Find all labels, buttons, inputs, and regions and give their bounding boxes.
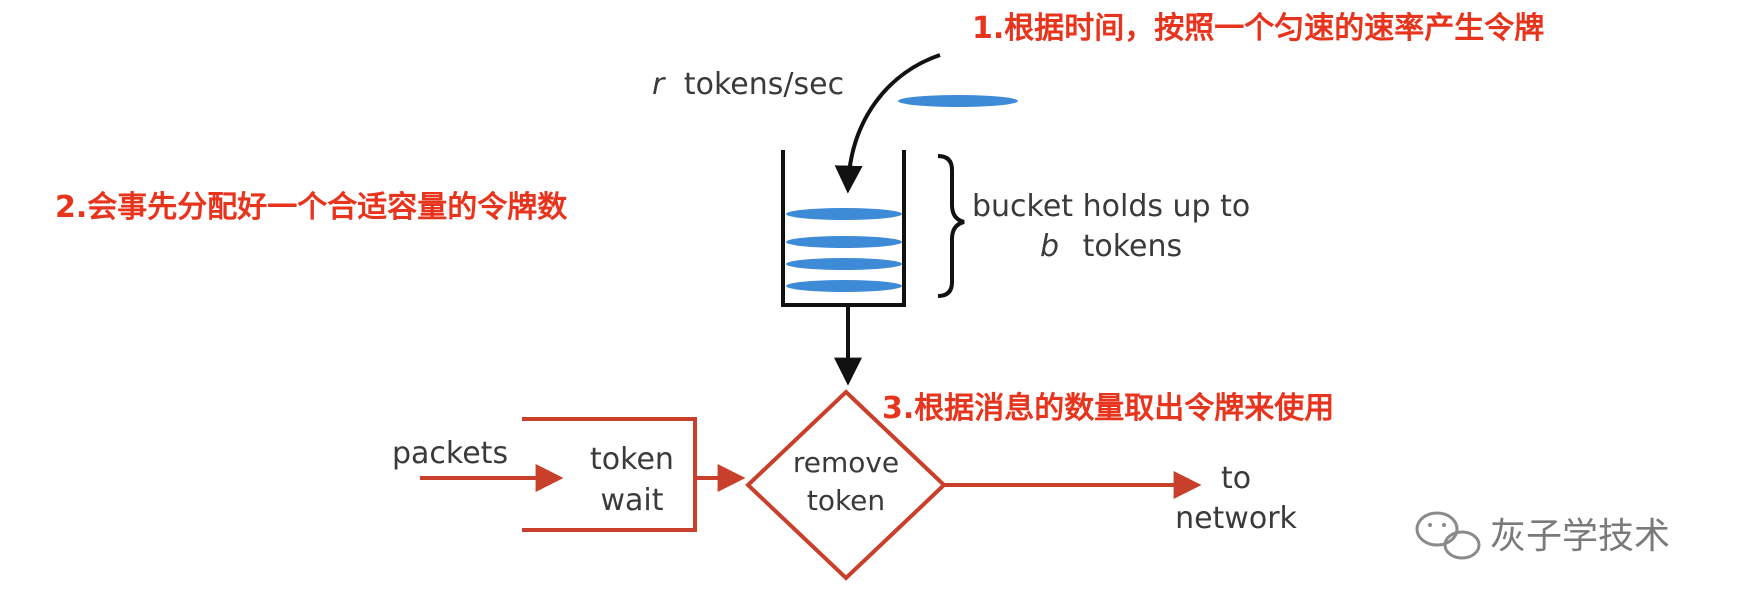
bucket-tokens [786, 208, 902, 292]
bucket-variable: b [1040, 229, 1059, 264]
token-wait-label-2: wait [600, 483, 663, 518]
bucket-token [786, 280, 902, 292]
annotation-step2: 2.会事先分配好一个合适容量的令牌数 [55, 190, 568, 225]
bucket [781, 150, 906, 307]
bucket-token [786, 236, 902, 248]
bucket-token [786, 258, 902, 270]
incoming-token [898, 95, 1018, 107]
annotation-step3: 3.根据消息的数量取出令牌来使用 [882, 391, 1334, 426]
token-inflow-arrow [834, 53, 941, 194]
annotation-step1: 1.根据时间，按照一个匀速的速率产生令牌 [972, 11, 1544, 46]
bucket-unit: tokens [1083, 229, 1183, 264]
token-wait-box [522, 417, 697, 532]
wechat-icon [1415, 511, 1481, 560]
bucket-token [786, 208, 902, 220]
rate-variable: r [652, 67, 666, 102]
bucket-capacity-line1: bucket holds up to [972, 189, 1250, 224]
to-label: to [1221, 461, 1251, 496]
rate-label: r tokens/sec [652, 67, 844, 102]
bucket-capacity-line2: b tokens [1040, 229, 1182, 264]
rate-unit: tokens/sec [684, 67, 844, 102]
remove-token-diamond [745, 389, 947, 581]
remove-token-label-1: remove [793, 446, 899, 479]
remove-token-label-2: token [807, 484, 885, 517]
token-wait-label-1: token [590, 442, 674, 477]
packets-label: packets [392, 436, 508, 471]
watermark-text: 灰子学技术 [1490, 516, 1670, 557]
capacity-brace [937, 154, 965, 298]
watermark: 灰子学技术 [1415, 511, 1670, 560]
network-label: network [1175, 501, 1297, 536]
